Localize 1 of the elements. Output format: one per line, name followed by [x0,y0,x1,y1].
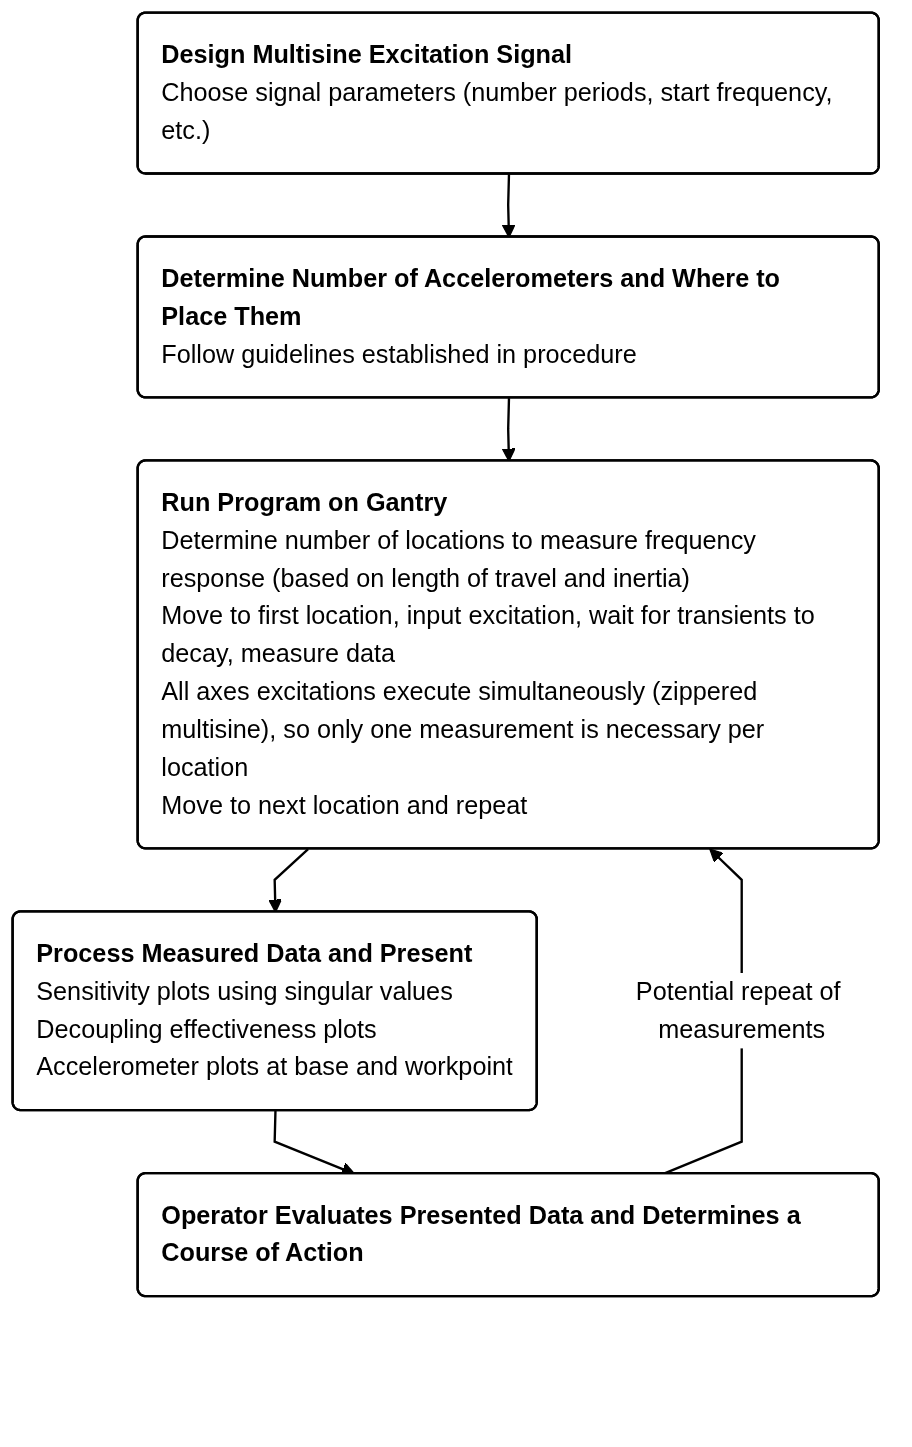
edge-label: Potential repeat of measurements [635,977,841,1043]
